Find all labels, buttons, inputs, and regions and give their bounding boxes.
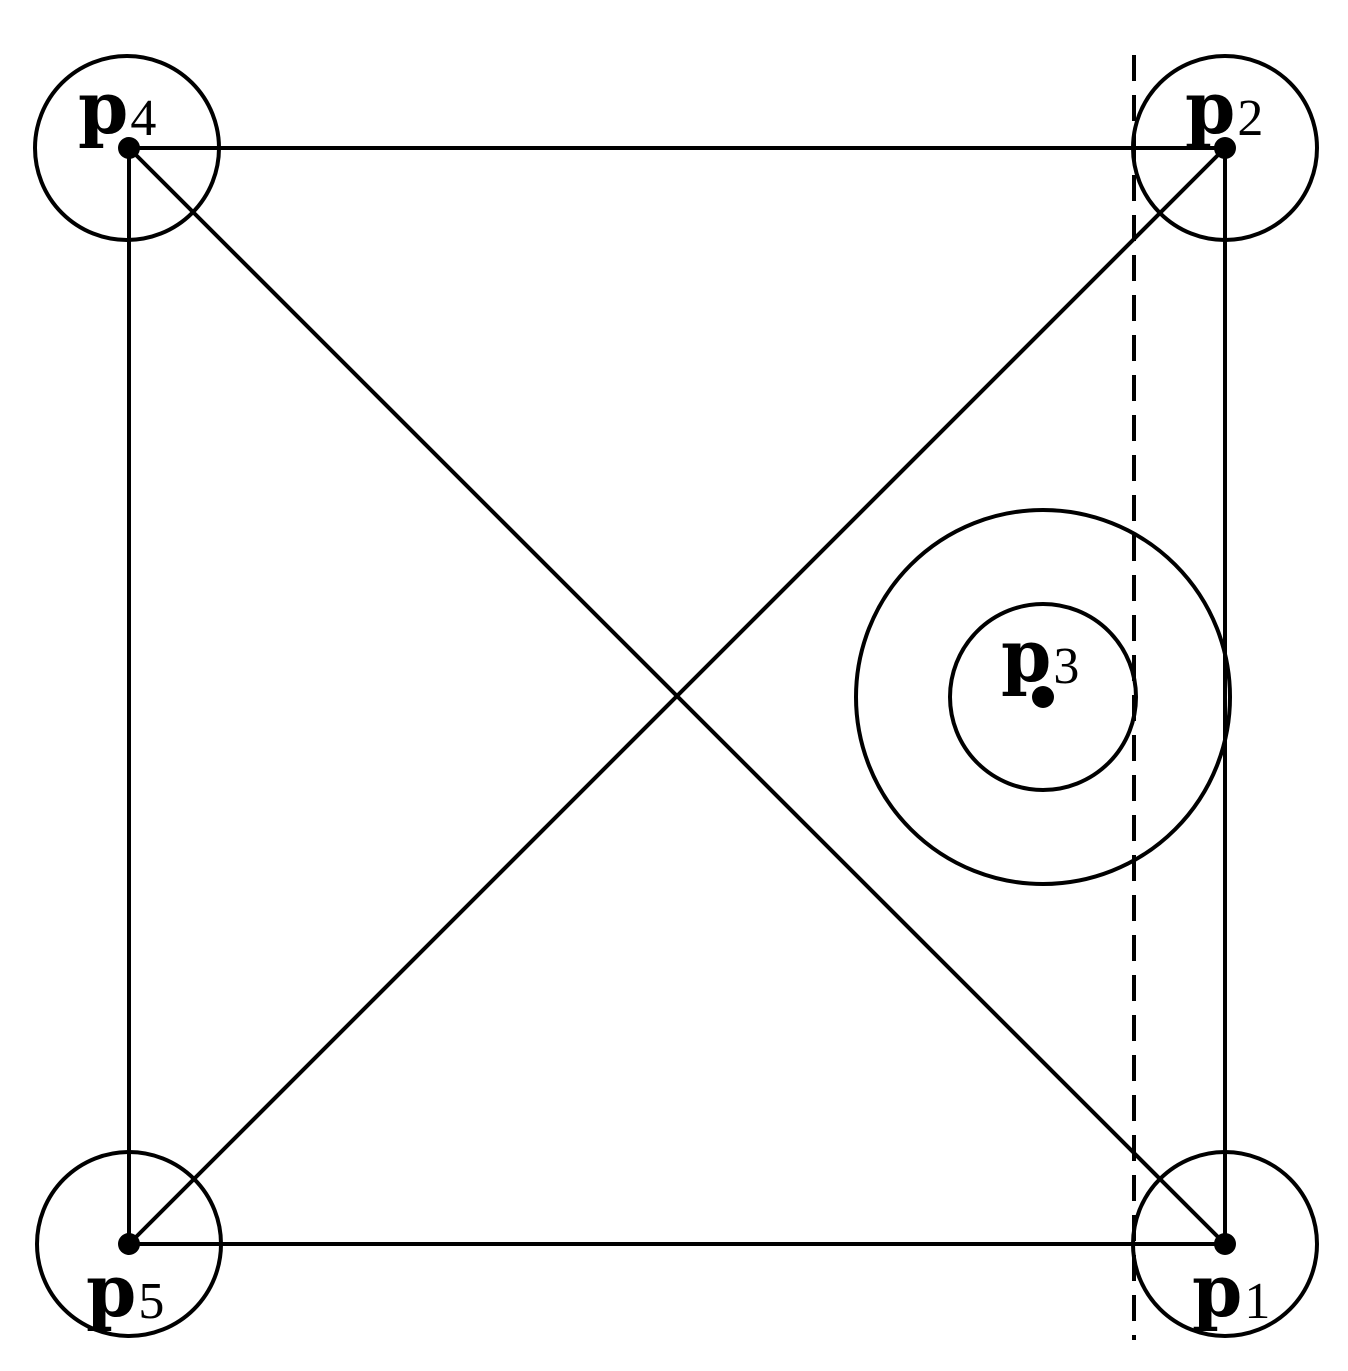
label-p5: p5 bbox=[86, 1248, 164, 1333]
inner-circle-around-p3 bbox=[948, 602, 1138, 792]
point-p2-dot bbox=[1214, 137, 1236, 159]
label-p1: p1 bbox=[1192, 1248, 1270, 1333]
point-p1-dot bbox=[1214, 1233, 1236, 1255]
circle-around-p2 bbox=[1131, 54, 1319, 242]
circle-around-p1 bbox=[1131, 1150, 1319, 1338]
label-p3: p3 bbox=[1001, 613, 1079, 698]
outer-circle-around-p3 bbox=[854, 508, 1232, 886]
point-p5-dot bbox=[118, 1233, 140, 1255]
circle-around-p4 bbox=[33, 54, 221, 242]
label-p4: p4 bbox=[78, 65, 156, 150]
circle-around-p5 bbox=[35, 1150, 223, 1338]
point-p4-dot bbox=[118, 137, 140, 159]
diagonal-p5-p2 bbox=[127, 146, 1227, 1246]
label-p2: p2 bbox=[1185, 65, 1263, 150]
point-p3-dot bbox=[1032, 686, 1054, 708]
